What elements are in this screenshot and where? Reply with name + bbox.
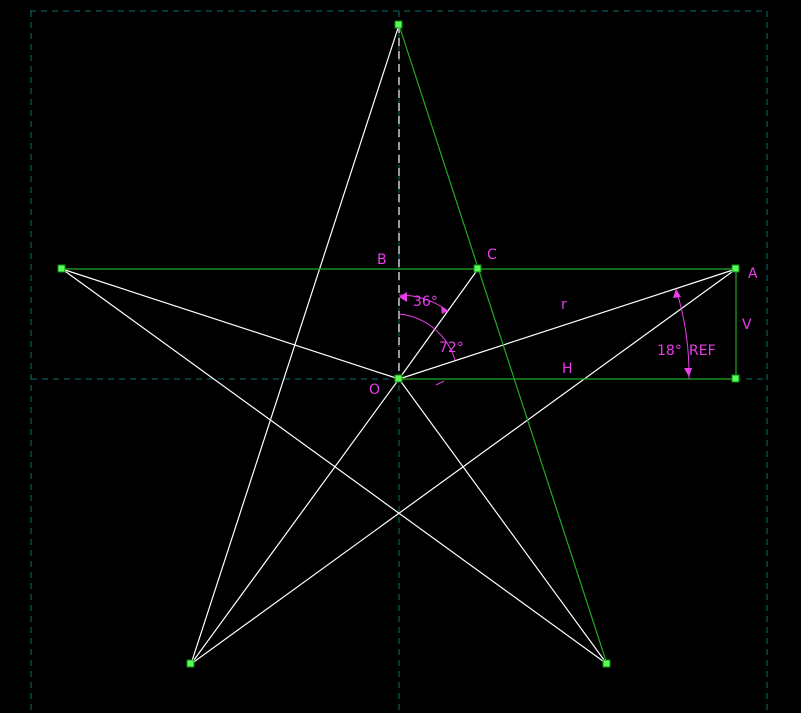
angle-annotations bbox=[398, 288, 692, 386]
label-point-o: O bbox=[369, 382, 380, 398]
grip-left-point[interactable] bbox=[57, 264, 66, 273]
star-edge-top-bottomright[interactable] bbox=[398, 24, 608, 665]
construction-lines bbox=[62, 24, 737, 665]
arrowhead-icon bbox=[441, 306, 448, 314]
tick-mark bbox=[435, 380, 445, 386]
label-angle-18: 18° bbox=[657, 343, 682, 359]
arrowhead-icon bbox=[673, 289, 681, 298]
grip-top-point[interactable] bbox=[394, 20, 403, 29]
grips[interactable] bbox=[57, 20, 740, 668]
label-ref: REF bbox=[689, 343, 716, 359]
angle-72-arc bbox=[398, 313, 456, 361]
label-point-c: C bbox=[487, 247, 497, 263]
label-point-a: A bbox=[748, 266, 758, 282]
arrowhead-icon bbox=[399, 292, 407, 302]
star-edge-left-right bbox=[61, 268, 400, 380]
label-radius: r bbox=[561, 297, 567, 313]
text-labels: B C A O r H V 36° 72° 18° REF bbox=[369, 247, 758, 398]
grip-a-point[interactable] bbox=[731, 264, 740, 273]
grip-bottomleft-point[interactable] bbox=[186, 659, 195, 668]
label-angle-72: 72° bbox=[439, 340, 464, 356]
line-center-to-c bbox=[398, 268, 479, 380]
label-point-b: B bbox=[377, 252, 387, 268]
grip-bottomright-point[interactable] bbox=[602, 659, 611, 668]
grip-h-end-point[interactable] bbox=[731, 374, 740, 383]
label-angle-36: 36° bbox=[413, 294, 438, 310]
radius-center-to-bottomright bbox=[398, 378, 608, 665]
radius-center-to-a bbox=[398, 268, 737, 380]
arrowhead-icon bbox=[684, 368, 692, 377]
label-vertical: V bbox=[742, 317, 752, 333]
grip-center-point[interactable] bbox=[394, 374, 403, 383]
star-lines bbox=[61, 24, 737, 665]
angle-18-arc bbox=[675, 288, 690, 380]
label-horizontal: H bbox=[562, 361, 573, 377]
radius-center-to-bottomleft bbox=[190, 378, 400, 665]
grip-c-point[interactable] bbox=[473, 264, 482, 273]
